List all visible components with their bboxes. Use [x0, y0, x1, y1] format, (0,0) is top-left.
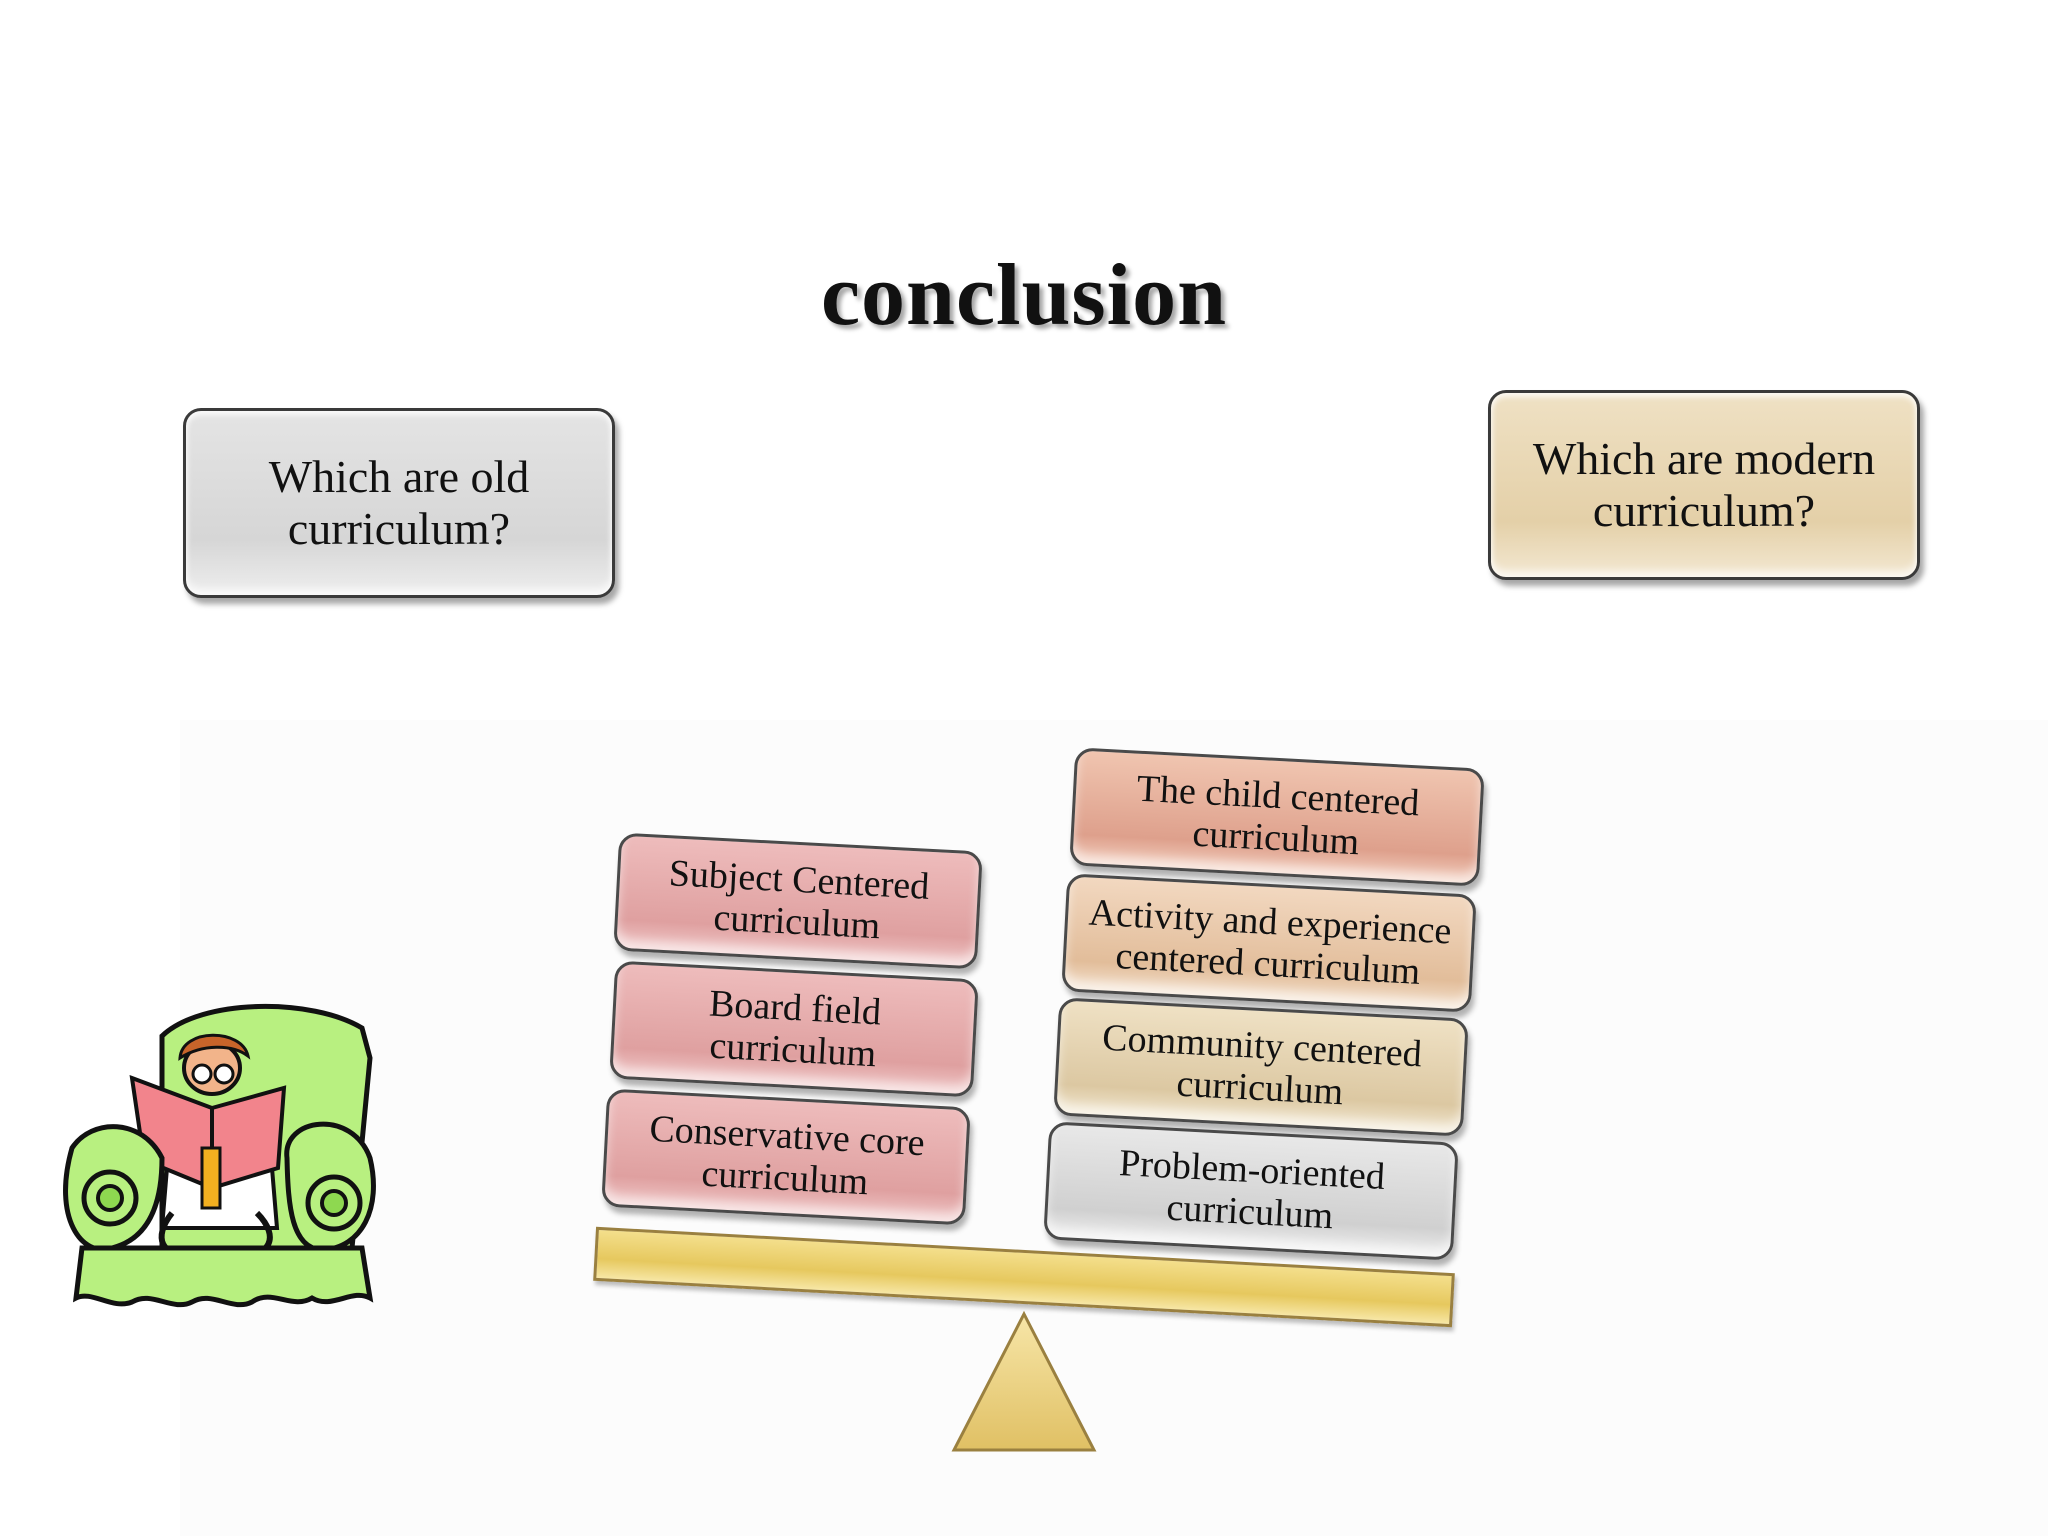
old-curriculum-block: Board field curriculum	[609, 960, 979, 1098]
modern-curriculum-question-text: Which are modern curriculum?	[1532, 433, 1876, 536]
modern-curriculum-block-label: Community centered curriculum	[1101, 1016, 1423, 1114]
old-curriculum-block-label: Board field curriculum	[708, 982, 883, 1076]
old-curriculum-block: Conservative core curriculum	[601, 1088, 971, 1226]
old-curriculum-question-text: Which are old curriculum?	[268, 451, 530, 554]
old-curriculum-block: Subject Centered curriculum	[613, 832, 983, 970]
modern-curriculum-block: Community centered curriculum	[1053, 997, 1469, 1137]
modern-curriculum-block-label: Activity and experience centered curricu…	[1087, 891, 1453, 993]
modern-curriculum-block: Activity and experience centered curricu…	[1061, 873, 1477, 1013]
slide-title: conclusion	[820, 247, 1228, 344]
old-curriculum-block-label: Subject Centered curriculum	[667, 852, 931, 948]
fulcrum-icon	[951, 1310, 1097, 1452]
modern-curriculum-question: Which are modern curriculum?	[1488, 390, 1920, 580]
modern-curriculum-block: The child centered curriculum	[1069, 747, 1485, 887]
modern-curriculum-block-label: Problem-oriented curriculum	[1118, 1142, 1386, 1238]
modern-curriculum-block-label: The child centered curriculum	[1135, 767, 1421, 864]
modern-curriculum-block: Problem-oriented curriculum	[1043, 1121, 1459, 1261]
reader-armchair-icon	[63, 1003, 376, 1308]
old-curriculum-question: Which are old curriculum?	[183, 408, 615, 598]
old-curriculum-block-label: Conservative core curriculum	[648, 1107, 926, 1204]
